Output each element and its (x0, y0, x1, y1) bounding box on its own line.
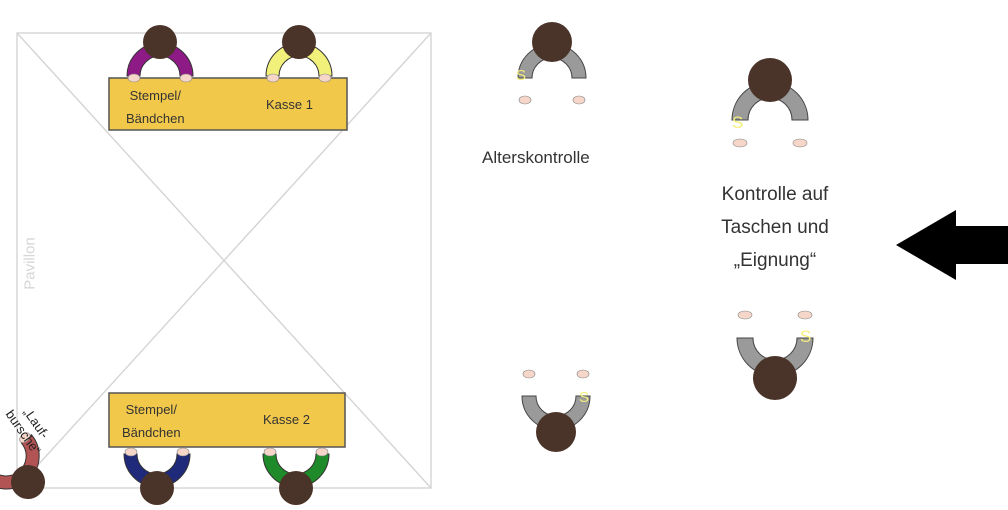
pavilion-outline (16, 32, 432, 489)
bag-check-line-3: „Eignung“ (733, 250, 817, 271)
pavilion (16, 32, 432, 489)
entrance-arrow-icon (896, 210, 1008, 280)
bag-check-line-2: Taschen und (721, 217, 829, 238)
security-bag-top: S (731, 58, 809, 148)
pavilion-label: Pavillon (21, 237, 39, 290)
person-green (262, 447, 330, 505)
security-badge: S (579, 389, 589, 406)
table-bottom (108, 392, 346, 448)
table-top-label-left: Stempel/ Bändchen (126, 88, 185, 126)
security-age-top: S (516, 22, 587, 105)
pavilion-diagonal-2 (16, 32, 432, 489)
security-bag-bottom (736, 310, 814, 400)
table-top-label-right: Kasse 1 (266, 97, 313, 112)
security-badge: S (800, 327, 811, 346)
security-badge: S (516, 67, 526, 84)
security-badge: S (732, 113, 743, 132)
table-bottom-label-left: Stempel/ Bändchen (122, 402, 181, 440)
bag-check-line-1: Kontrolle auf (721, 184, 829, 205)
table-bottom-label-right: Kasse 2 (263, 412, 310, 427)
person-runner (0, 432, 45, 499)
person-navy (123, 447, 191, 505)
person-yellow (265, 25, 333, 83)
security-age-bottom (521, 369, 591, 452)
table-top (108, 77, 348, 131)
age-check-label: Alterskontrolle (482, 148, 590, 167)
person-purple (126, 25, 194, 83)
bag-check-label: Kontrolle auf Taschen und „Eignung“ (690, 178, 860, 277)
